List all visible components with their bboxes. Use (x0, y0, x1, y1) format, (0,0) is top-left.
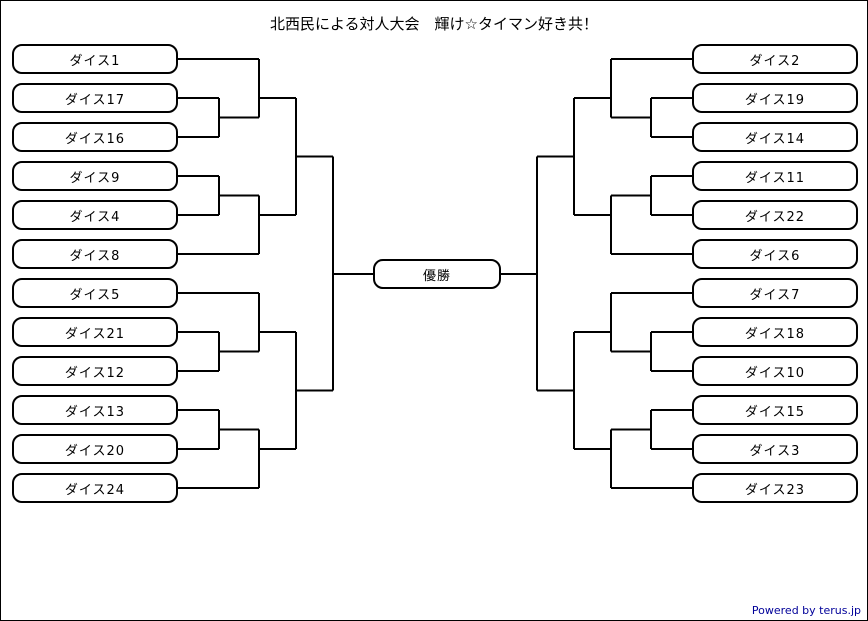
participant-box: ダイス18 (692, 317, 858, 347)
participant-box: ダイス11 (692, 161, 858, 191)
participant-box: ダイス23 (692, 473, 858, 503)
participant-box: ダイス4 (12, 200, 178, 230)
participant-box: ダイス3 (692, 434, 858, 464)
participant-box: ダイス6 (692, 239, 858, 269)
powered-by-link[interactable]: Powered by terus.jp (751, 604, 861, 617)
participant-box: ダイス7 (692, 278, 858, 308)
page-title: 北西民による対人大会 輝け☆タイマン好き共！ (270, 15, 598, 33)
participant-box: ダイス20 (12, 434, 178, 464)
participant-box: ダイス1 (12, 44, 178, 74)
champion-box: 優勝 (373, 259, 501, 289)
participant-box: ダイス22 (692, 200, 858, 230)
participant-box: ダイス9 (12, 161, 178, 191)
participant-box: ダイス13 (12, 395, 178, 425)
participant-box: ダイス15 (692, 395, 858, 425)
participant-box: ダイス21 (12, 317, 178, 347)
participant-box: ダイス19 (692, 83, 858, 113)
participant-box: ダイス24 (12, 473, 178, 503)
participant-box: ダイス8 (12, 239, 178, 269)
participant-box: ダイス10 (692, 356, 858, 386)
participant-box: ダイス2 (692, 44, 858, 74)
participant-box: ダイス17 (12, 83, 178, 113)
participant-box: ダイス14 (692, 122, 858, 152)
participant-box: ダイス16 (12, 122, 178, 152)
participant-box: ダイス12 (12, 356, 178, 386)
participant-box: ダイス5 (12, 278, 178, 308)
